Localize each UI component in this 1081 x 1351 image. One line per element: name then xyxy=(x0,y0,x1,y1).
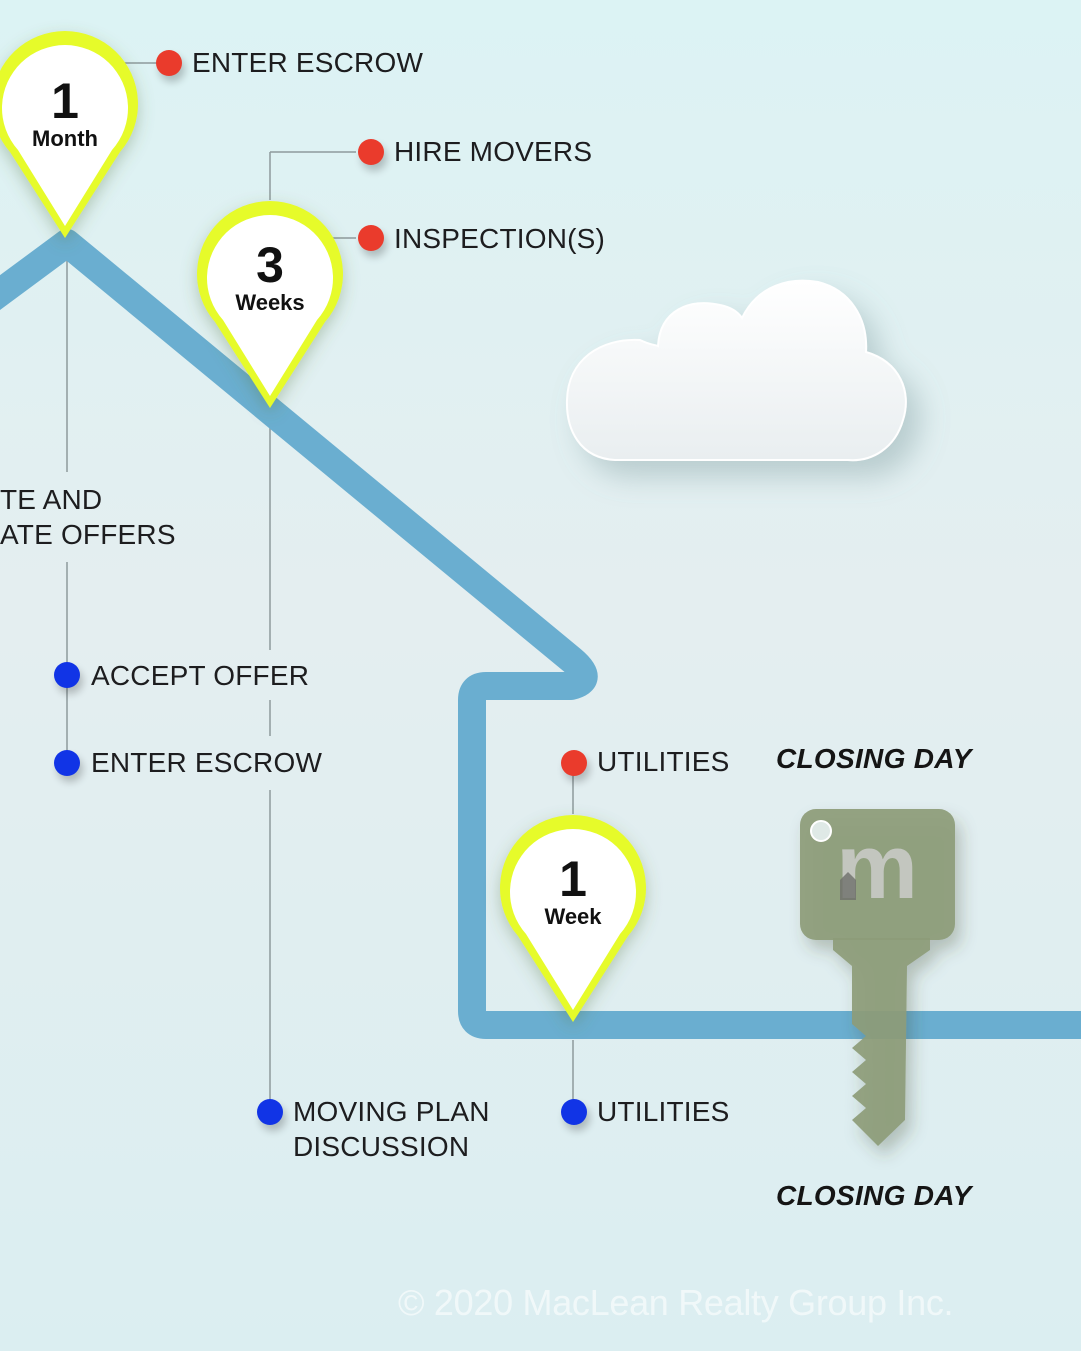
seller-task-dot xyxy=(156,50,182,76)
pin-3-weeks-unit: Weeks xyxy=(235,290,305,315)
task-accept-offer: ACCEPT OFFER xyxy=(91,660,310,691)
pin-3-weeks-number: 3 xyxy=(256,237,284,293)
pin-3-weeks xyxy=(197,201,343,408)
task-utilities-bottom: UTILITIES xyxy=(597,1096,730,1127)
key-logo-letter: m xyxy=(836,816,918,918)
seller-task-dot xyxy=(358,225,384,251)
pin-1-week-number: 1 xyxy=(559,851,587,907)
closing-day-top: CLOSING DAY xyxy=(776,743,972,774)
task-utilities-top: UTILITIES xyxy=(597,746,730,777)
task-review-offers-line2: ATE OFFERS xyxy=(0,519,176,550)
task-moving-plan-line2: DISCUSSION xyxy=(293,1131,470,1162)
pin-1-week-unit: Week xyxy=(544,904,602,929)
cloud-graphic xyxy=(565,279,907,462)
pin-1-week xyxy=(499,815,646,1022)
key-logo-house-icon xyxy=(840,872,856,900)
closing-day-bottom: CLOSING DAY xyxy=(776,1180,972,1211)
pin-1-month-unit: Month xyxy=(32,126,98,151)
copyright-notice: © 2020 MacLean Realty Group Inc. xyxy=(398,1282,954,1323)
key-hole xyxy=(810,820,832,842)
pin-1-month-number: 1 xyxy=(51,73,79,129)
task-hire-movers: HIRE MOVERS xyxy=(394,136,593,167)
task-enter-escrow: ENTER ESCROW xyxy=(91,747,323,778)
task-moving-plan-line1: MOVING PLAN xyxy=(293,1096,490,1127)
task-enter-escrow-top: ENTER ESCROW xyxy=(192,47,424,78)
pin-1-month xyxy=(0,31,138,238)
house-roof-line xyxy=(0,229,1081,1039)
buyer-task-dot xyxy=(54,662,80,688)
buyer-task-dot xyxy=(561,1099,587,1125)
task-review-offers-line1: TE AND xyxy=(0,484,103,515)
pin-3-weeks-text: 3 Weeks xyxy=(220,240,320,316)
pin-1-week-text: 1 Week xyxy=(523,854,623,930)
buyer-task-dot xyxy=(257,1099,283,1125)
pin-1-month-text: 1 Month xyxy=(15,76,115,152)
seller-task-dot xyxy=(561,750,587,776)
seller-task-dot xyxy=(358,139,384,165)
task-inspections: INSPECTION(S) xyxy=(394,223,606,254)
key-graphic xyxy=(800,809,955,1146)
buyer-task-dot xyxy=(54,750,80,776)
